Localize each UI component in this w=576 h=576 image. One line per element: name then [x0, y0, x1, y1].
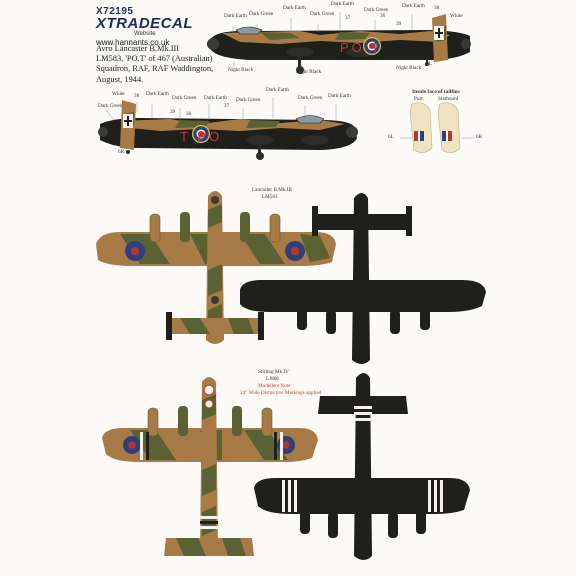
label-dark-green: Dark Green [364, 7, 389, 13]
label-night-black: Night Black [228, 67, 254, 73]
label-number: 37 [345, 15, 351, 21]
aircraft-description: Avro Lancaster B.Mk.III LM583, 'PO.T' of… [96, 44, 213, 85]
label-number: 39 [170, 109, 176, 115]
website-url: www.hannants.co.uk [96, 38, 170, 47]
tailfin-inside-faces [400, 102, 474, 153]
label-dark-green: Dark Green [172, 95, 197, 101]
lancaster-plan-upper [96, 191, 336, 344]
label-number: 39 [396, 21, 402, 27]
stirling-plan-under [254, 373, 470, 560]
code-letters-top: PO T [340, 40, 382, 55]
lancaster-plan-under [240, 193, 486, 364]
description-line: LM583, 'PO.T' of 467 (Australian) [96, 54, 213, 64]
stirling-plan-title: Stirling Mk.IV [258, 369, 289, 375]
label-dark-earth: Dark Earth [328, 93, 351, 99]
label-number: 6R [476, 134, 483, 140]
description-line: August, 1944. [96, 74, 144, 84]
label-dark-green: Dark Green [236, 97, 261, 103]
tailfin-starboard-label: Starboard [438, 96, 459, 102]
label-dark-earth: Dark Earth [402, 3, 425, 9]
website-label: Website [134, 31, 156, 37]
label-number: 37 [224, 103, 230, 109]
label-dark-earth: Dark Earth [266, 87, 289, 93]
label-number: 6R [118, 149, 125, 155]
label-dark-green: Dark Green [310, 11, 335, 17]
label-dark-green: Dark Green [98, 103, 123, 109]
label-dark-green: Dark Green [249, 11, 274, 17]
label-dark-earth: Dark Earth [331, 1, 354, 7]
label-dark-green: Dark Green [298, 95, 323, 101]
label-white: White [450, 13, 463, 19]
lancaster-profile-top: PO T [207, 12, 471, 74]
label-dark-earth: Dark Earth [224, 13, 247, 19]
stirling-plan-upper [102, 377, 318, 556]
label-number: 36 [186, 111, 192, 117]
product-code: X72195 [96, 6, 134, 17]
label-dark-earth: Dark Earth [283, 5, 306, 11]
modellers-note-heading: Modellers Note: [258, 383, 292, 389]
label-dark-earth: Dark Earth [146, 91, 169, 97]
label-night-black: Night Black [396, 65, 422, 71]
lancaster-plan-title: Lancaster B.Mk.III [252, 187, 292, 193]
description-line: Avro Lancaster B.Mk.III [96, 44, 180, 53]
label-number: 6L [426, 61, 432, 67]
label-dark-earth: Dark Earth [204, 95, 227, 101]
label-night-black: Night Black [296, 69, 322, 75]
brand-logo: XTRADECAL [96, 15, 193, 32]
label-number: 6L [388, 134, 394, 140]
code-letters-bottom: T PO [180, 129, 222, 144]
description-line: Squadron, RAF, RAF Waddington, [96, 64, 214, 74]
tailfin-title: Inside face of tailfins [412, 89, 460, 95]
label-number: 36 [380, 13, 386, 19]
brand-header: X72195 XTRADECAL Website www.hannants.co… [96, 6, 193, 47]
label-number: 38 [434, 5, 440, 11]
tailfin-port-label: Port [414, 96, 423, 102]
stirling-plan-serial: LJ866 [266, 376, 279, 382]
modellers-note-text: 24" Wide Distinctive Markings applied [240, 390, 322, 396]
label-number: 38 [134, 93, 140, 99]
lancaster-profile-bottom: T PO [98, 98, 358, 160]
lancaster-plan-serial: LM583 [262, 194, 278, 200]
label-white: White [112, 91, 125, 97]
